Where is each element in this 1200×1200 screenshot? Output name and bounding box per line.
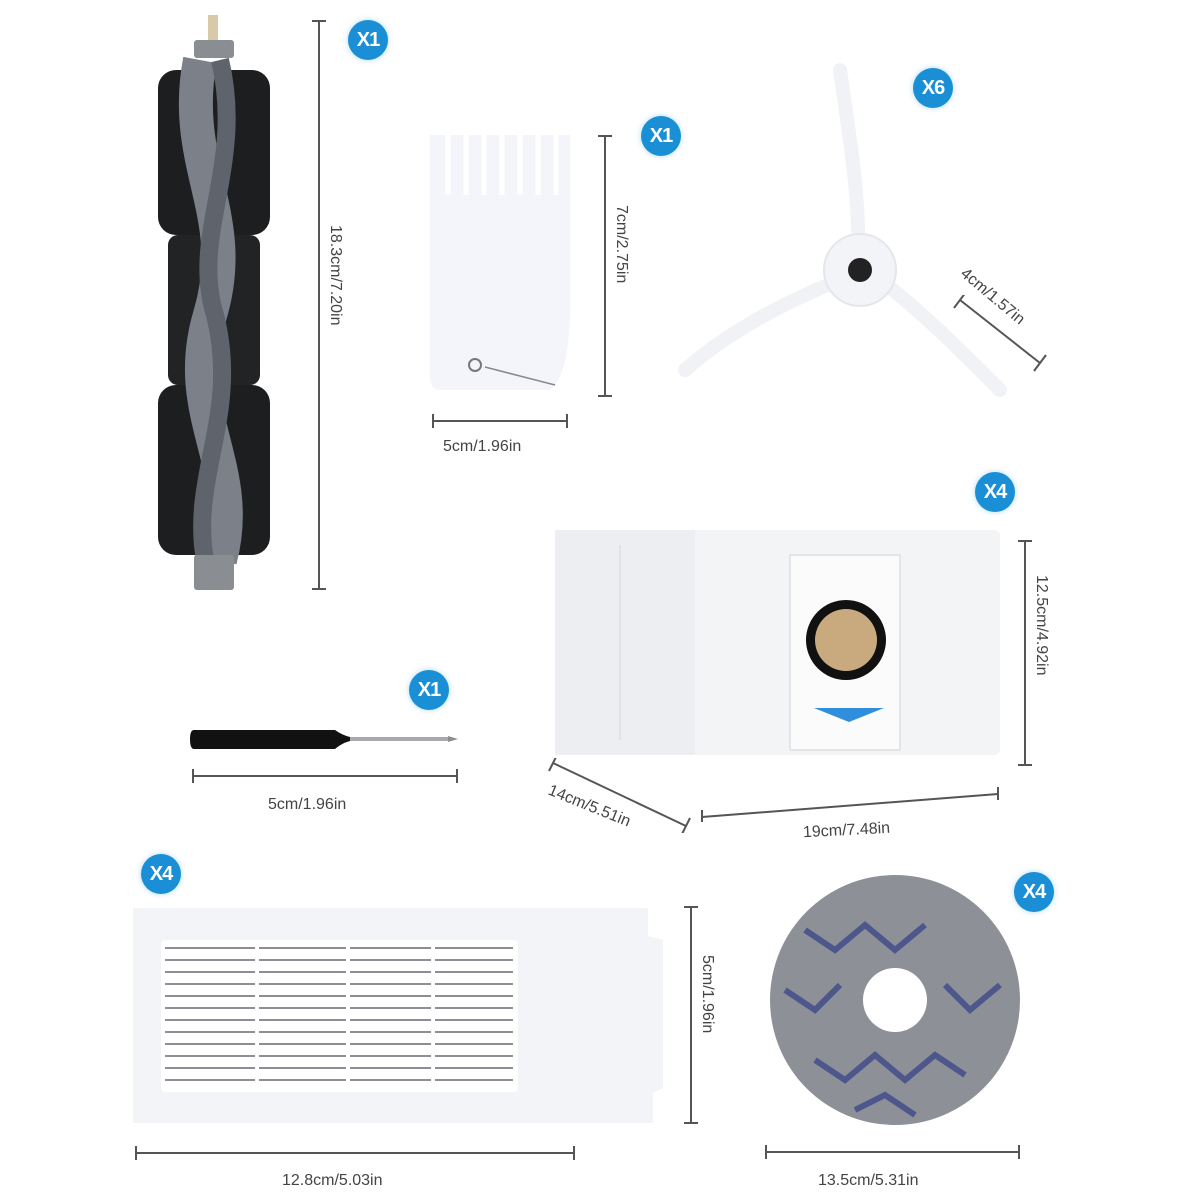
hepa-filter-height-label: 5cm/1.96in	[699, 955, 716, 1034]
screwdriver-length-line	[192, 769, 458, 783]
dust-bag-image	[555, 530, 1000, 755]
roller-brush-image	[158, 15, 270, 590]
screwdriver-image	[190, 730, 458, 749]
cleaning-tool-width-label: 5cm/1.96in	[443, 438, 522, 455]
roller-brush-length-label: 18.3cm/7.20in	[327, 225, 344, 326]
hepa-filter-width-label: 12.8cm/5.03in	[282, 1172, 383, 1189]
side-brush-image	[678, 63, 1007, 397]
screwdriver-length-label: 5cm/1.96in	[268, 796, 347, 813]
quantity-badge: X4	[1014, 872, 1054, 912]
cleaning-tool-height-label: 7cm/2.75in	[613, 205, 630, 284]
side-brush-length-line	[953, 295, 1047, 372]
quantity-badge: X1	[348, 20, 388, 60]
quantity-badge: X1	[641, 116, 681, 156]
hepa-filter-height-line	[684, 906, 698, 1124]
hepa-filter-image	[133, 908, 663, 1123]
dust-bag-width-line	[701, 787, 999, 822]
cleaning-tool-width-line	[432, 414, 568, 428]
quantity-badge: X6	[913, 68, 953, 108]
quantity-badge: X4	[975, 472, 1015, 512]
mop-pad-diameter-label: 13.5cm/5.31in	[818, 1172, 919, 1189]
quantity-badge: X1	[409, 670, 449, 710]
mop-pad-image	[770, 875, 1020, 1125]
hepa-filter-width-line	[135, 1146, 575, 1160]
dust-bag-depth-line	[548, 758, 691, 833]
cleaning-tool-image	[430, 135, 570, 390]
cleaning-tool-height-line	[598, 135, 612, 397]
mop-pad-diameter-line	[765, 1145, 1020, 1159]
roller-brush-length-line	[312, 20, 326, 590]
dust-bag-width-label: 19cm/7.48in	[802, 819, 891, 842]
dust-bag-height-label: 12.5cm/4.92in	[1033, 575, 1050, 676]
dust-bag-height-line	[1018, 540, 1032, 766]
quantity-badge: X4	[141, 854, 181, 894]
